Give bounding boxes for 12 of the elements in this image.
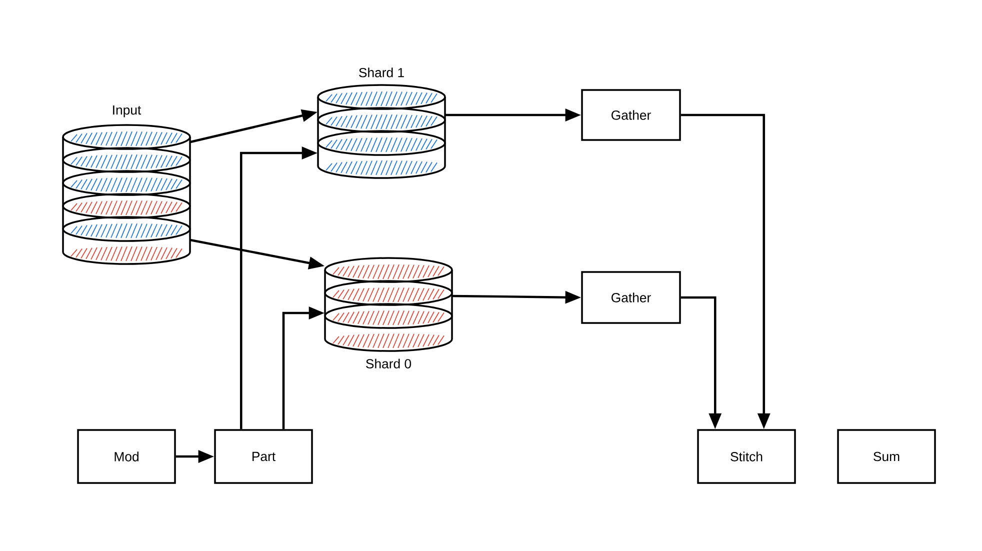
process-box: Gather xyxy=(581,89,681,141)
process-box: Mod xyxy=(77,429,176,484)
database-cylinder: Shard 1 xyxy=(317,68,446,179)
process-box: Part xyxy=(214,429,313,484)
process-box: Stitch xyxy=(697,429,796,484)
database-cylinder: Input xyxy=(62,105,191,265)
node-label: Shard 1 xyxy=(359,68,404,78)
node-label: Shard 0 xyxy=(366,358,412,368)
process-box: Sum xyxy=(837,429,936,484)
node-label: Input xyxy=(113,105,142,118)
database-cylinder: Shard 0 xyxy=(324,257,453,368)
process-box: Gather xyxy=(581,271,681,324)
